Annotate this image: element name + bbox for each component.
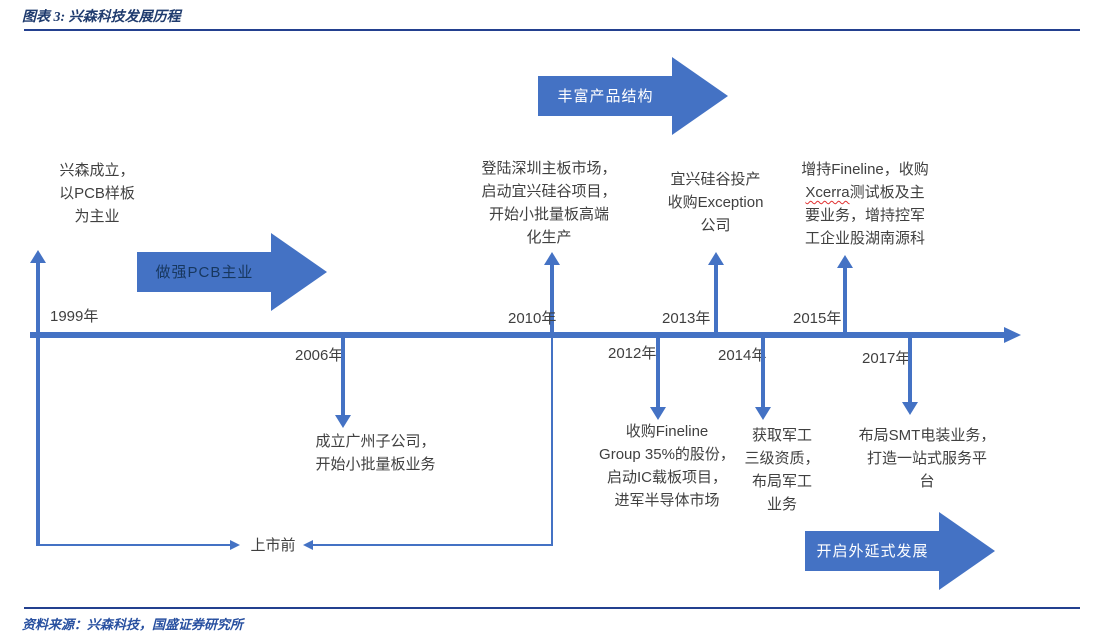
- event-text-2013: 宜兴硅谷投产 收购Exception 公司: [643, 168, 788, 237]
- title-rule: [24, 29, 1080, 31]
- year-label-2015: 2015年: [793, 310, 842, 327]
- phase-arrow-strengthen-pcb: 做强PCB主业: [137, 233, 327, 311]
- phase-arrow-label: 开启外延式发展: [816, 543, 929, 561]
- event-line: 布局军工: [751, 473, 812, 490]
- block-arrow-right-icon: [805, 512, 995, 590]
- event-line-rest: 测试板及主: [849, 184, 925, 201]
- arrow-up-2013-icon: [708, 252, 724, 265]
- event-line: 公司: [700, 217, 731, 234]
- source-note: 资料来源：兴森科技，国盛证券研究所: [22, 617, 244, 632]
- timeline-axis: [30, 332, 1004, 338]
- event-line: 登陆深圳主板市场，: [481, 160, 617, 177]
- year-label-2013: 2013年: [662, 310, 711, 327]
- event-line: 启动宜兴硅谷项目，: [481, 183, 617, 200]
- connector-2015: [843, 266, 847, 332]
- event-line: 获取军工: [751, 427, 812, 444]
- year-label-2017: 2017年: [862, 350, 911, 367]
- pre-ipo-arrow-left-icon: [303, 540, 313, 550]
- event-line: 以PCB样板: [59, 185, 135, 202]
- arrow-down-2017-icon: [902, 402, 918, 415]
- event-line: 收购Fineline: [625, 423, 709, 440]
- event-line: 增持Fineline，收购: [801, 161, 929, 178]
- connector-2017: [908, 338, 912, 403]
- connector-2012: [656, 338, 660, 408]
- year-label-2010: 2010年: [508, 310, 557, 327]
- event-text-2015: 增持Fineline，收购 Xcerra测试板及主 要业务，增持控军 工企业股湖…: [776, 158, 954, 250]
- arrow-up-2015-icon: [837, 255, 853, 268]
- connector-1999: [36, 261, 40, 546]
- phase-arrow-external-expansion: 开启外延式发展: [805, 512, 995, 590]
- event-line: 开始小批量板业务: [315, 456, 436, 473]
- phase-arrow-label: 丰富产品结构: [557, 88, 654, 106]
- event-text-2014: 获取军工 三级资质， 布局军工 业务: [726, 424, 838, 516]
- timeline-arrowhead-icon: [1004, 327, 1021, 343]
- event-line: 业务: [766, 496, 797, 513]
- year-label-2014: 2014年: [718, 347, 767, 364]
- event-line: 宜兴硅谷投产: [670, 171, 761, 188]
- arrow-up-2010-icon: [544, 252, 560, 265]
- arrow-up-1999-icon: [30, 250, 46, 263]
- event-line: Xcerra测试板及主: [776, 181, 954, 204]
- block-arrow-right-icon: [538, 57, 728, 135]
- event-text-2012: 收购Fineline Group 35%的股份， 启动IC载板项目， 进军半导体…: [588, 420, 746, 512]
- event-line: 兴森成立，: [59, 162, 135, 179]
- event-text-2006: 成立广州子公司， 开始小批量板业务: [288, 430, 463, 476]
- event-line: 为主业: [74, 208, 120, 225]
- pre-ipo-label: 上市前: [250, 537, 296, 554]
- event-line: 开始小批量板高端: [488, 206, 609, 223]
- event-line: 收购Exception: [667, 194, 764, 211]
- connector-2006: [341, 338, 345, 416]
- connector-2014: [761, 338, 765, 408]
- figure-title: 图表 3: 兴森科技发展历程: [22, 10, 181, 25]
- connector-2013: [714, 263, 718, 332]
- connector-2010: [550, 263, 554, 332]
- event-line: 进军半导体市场: [614, 492, 720, 509]
- phase-arrow-label: 做强PCB主业: [155, 264, 254, 282]
- arrow-down-2012-icon: [650, 407, 666, 420]
- event-line: 工企业股湖南源科: [804, 230, 925, 247]
- event-line: 启动IC载板项目，: [606, 469, 727, 486]
- event-line: 台: [919, 473, 935, 490]
- event-line: 成立广州子公司，: [315, 433, 436, 450]
- footer-rule: [24, 607, 1080, 609]
- event-text-2017: 布局SMT电装业务， 打造一站式服务平 台: [843, 424, 1011, 493]
- pre-ipo-bracket-right-line: [313, 544, 552, 546]
- event-line: 要业务，增持控军: [804, 207, 925, 224]
- year-label-1999: 1999年: [50, 308, 99, 325]
- misspelled-word: Xcerra: [805, 184, 850, 201]
- phase-arrow-enrich-products: 丰富产品结构: [538, 57, 728, 135]
- arrow-down-2014-icon: [755, 407, 771, 420]
- event-line: Group 35%的股份，: [599, 446, 735, 463]
- event-text-1999: 兴森成立， 以PCB样板 为主业: [27, 159, 167, 228]
- pre-ipo-bracket-right-vertical: [551, 338, 553, 546]
- event-line: 布局SMT电装业务，: [858, 427, 996, 444]
- year-label-2012: 2012年: [608, 345, 657, 362]
- event-text-2010: 登陆深圳主板市场， 启动宜兴硅谷项目， 开始小批量板高端 化生产: [460, 157, 638, 249]
- event-line: 打造一站式服务平: [866, 450, 987, 467]
- block-arrow-right-icon: [137, 233, 327, 311]
- year-label-2006: 2006年: [295, 347, 344, 364]
- pre-ipo-bracket-left-line: [38, 544, 230, 546]
- arrow-down-2006-icon: [335, 415, 351, 428]
- event-line: 化生产: [526, 229, 572, 246]
- pre-ipo-arrow-right-icon: [230, 540, 240, 550]
- event-line: 三级资质，: [744, 450, 820, 467]
